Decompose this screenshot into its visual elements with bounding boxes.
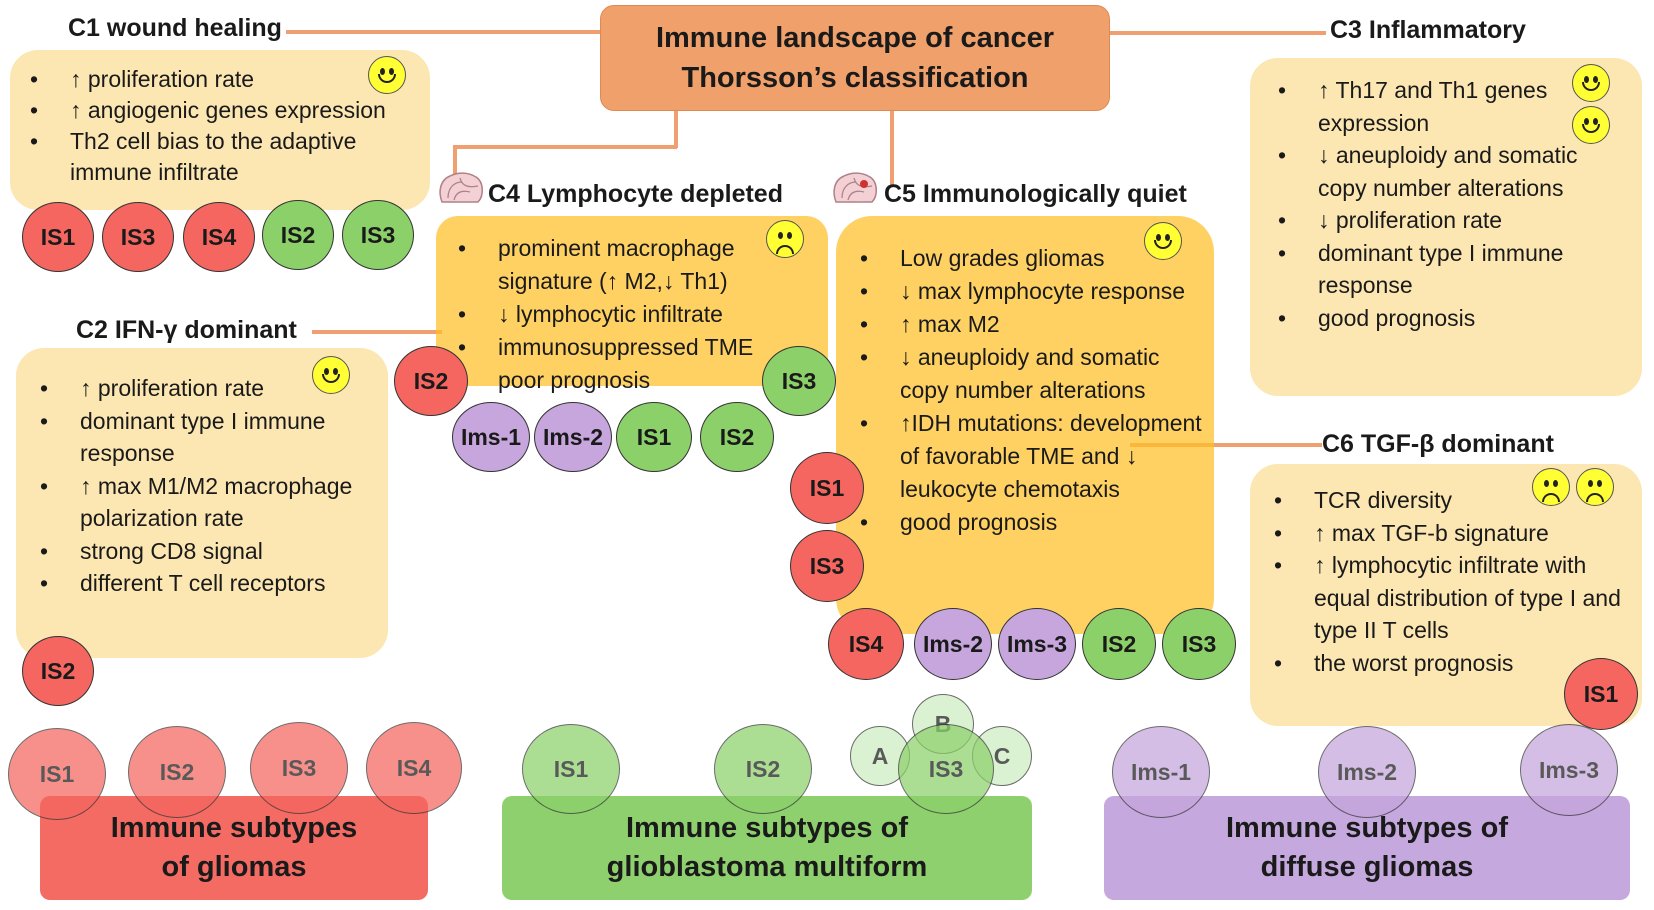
list-item: ↑ angiogenic genes expression [30, 95, 410, 126]
gliomas-subtype-circle: IS1 [8, 728, 106, 820]
list-item: dominant type I immune response [40, 405, 360, 470]
c1-header: C1 wound healing [68, 14, 282, 42]
happy-face-icon [312, 356, 350, 394]
sad-face-icon [1532, 468, 1570, 506]
diffuse-subtype-circle: Ims-1 [1112, 726, 1210, 818]
happy-face-icon [1572, 106, 1610, 144]
gliomas-title-line-2: of gliomas [161, 851, 307, 883]
brain-icon [439, 172, 483, 203]
gbm-title-line-1: Immune subtypes of [626, 812, 908, 844]
c6-header: C6 TGF-β dominant [1322, 430, 1554, 458]
c4-subtype-circle: Ims-1 [452, 402, 530, 472]
diffuse-subtype-circle: Ims-2 [1318, 726, 1416, 818]
gbm-subtype-circle: IS1 [522, 724, 620, 814]
c5-subtype-circle: Ims-2 [914, 608, 992, 680]
c4-list: prominent macrophage signature (↑ M2,↓ T… [458, 232, 776, 397]
gliomas-subtype-circle: IS2 [128, 726, 226, 818]
list-item: different T cell receptors [40, 567, 360, 600]
connector-c4-b [453, 145, 677, 149]
list-item: ↑ max TGF-b signature [1274, 517, 1624, 550]
list-item: ↑ Th17 and Th1 genes expression [1278, 74, 1608, 139]
connector-c2 [312, 330, 442, 334]
c1-list: ↑ proliferation rate ↑ angiogenic genes … [30, 64, 410, 188]
list-item: ↓ aneuploidy and somatic copy number alt… [860, 341, 1210, 407]
list-item: immunosuppressed TME [458, 331, 776, 364]
list-item: ↑ max M2 [860, 308, 1210, 341]
sad-face-icon [766, 220, 804, 258]
c4-subtype-circle: IS2 [394, 346, 468, 416]
list-item: poor prognosis [458, 364, 776, 397]
gliomas-subtypes-box: Immune subtypes of gliomas [40, 796, 428, 900]
brain-icon [833, 172, 877, 203]
c5-list: Low grades gliomas ↓ max lymphocyte resp… [860, 242, 1210, 539]
c5-subtype-circle: IS3 [1162, 608, 1236, 680]
list-item: good prognosis [860, 506, 1210, 539]
c1-subtype-circle: IS4 [183, 202, 255, 272]
connector-c4-a [674, 110, 678, 148]
c5-subtype-circle: IS3 [790, 530, 864, 602]
c5-subtype-circle: IS1 [790, 452, 864, 524]
c1-subtype-circle: IS1 [22, 202, 94, 272]
connector-c5 [890, 110, 894, 185]
list-item: prominent macrophage signature (↑ M2,↓ T… [458, 232, 776, 298]
c1-subtype-circle: IS3 [342, 200, 414, 270]
list-item: ↓ max lymphocyte response [860, 275, 1210, 308]
title-line-2: Thorsson’s classification [681, 62, 1029, 94]
list-item: ↑ proliferation rate [30, 64, 410, 95]
title-line-1: Immune landscape of cancer [655, 22, 1055, 54]
c5-subtype-circle: IS2 [1082, 608, 1156, 680]
c4-subtype-circle: IS3 [762, 346, 836, 416]
c6-list: TCR diversity ↑ max TGF-b signature ↑ ly… [1274, 484, 1624, 679]
happy-face-icon [368, 56, 406, 94]
list-item: ↓ proliferation rate [1278, 204, 1608, 237]
c4-subtype-circle: IS2 [700, 402, 774, 472]
list-item: ↑ lymphocytic infiltrate with equal dist… [1274, 549, 1624, 647]
c1-subtype-circle: IS3 [102, 202, 174, 272]
list-item: ↑ proliferation rate [40, 372, 360, 405]
connector-c6 [1130, 443, 1322, 447]
list-item: Th2 cell bias to the adaptive immune inf… [30, 126, 410, 188]
gliomas-subtype-circle: IS4 [366, 722, 462, 814]
list-item: good prognosis [1278, 302, 1608, 335]
list-item: dominant type I immune response [1278, 237, 1608, 302]
gbm-subtype-circle: IS3 [898, 724, 994, 814]
list-item: the worst prognosis [1274, 647, 1624, 680]
c6-subtype-circle: IS1 [1564, 658, 1638, 730]
happy-face-icon [1144, 222, 1182, 260]
list-item: ↑ max M1/M2 macrophage polarization rate [40, 470, 360, 535]
list-item: ↓ lymphocytic infiltrate [458, 298, 776, 331]
c3-header: C3 Inflammatory [1330, 16, 1526, 44]
c4-subtype-circle: Ims-2 [534, 402, 612, 472]
list-item: Low grades gliomas [860, 242, 1210, 275]
c2-subtype-circle: IS2 [22, 636, 94, 706]
sad-face-icon [1576, 468, 1614, 506]
gliomas-subtype-circle: IS3 [250, 722, 348, 814]
c5-subtype-circle: Ims-3 [998, 608, 1076, 680]
list-item: ↑IDH mutations: development of favorable… [860, 407, 1210, 506]
c2-header: C2 IFN-γ dominant [76, 316, 297, 344]
gliomas-title-line-1: Immune subtypes [110, 812, 358, 844]
diffuse-title-line-2: diffuse gliomas [1260, 851, 1474, 883]
diffuse-subtype-circle: Ims-3 [1520, 724, 1618, 816]
c3-list: ↑ Th17 and Th1 genes expression ↓ aneupl… [1278, 74, 1608, 334]
c4-subtype-circle: IS1 [616, 402, 692, 472]
gbm-subtype-circle: IS2 [714, 724, 812, 814]
list-item: strong CD8 signal [40, 535, 360, 568]
c5-header: C5 Immunologically quiet [884, 180, 1187, 208]
list-item: TCR diversity [1274, 484, 1624, 517]
title-box: Immune landscape of cancer Thorsson’s cl… [600, 5, 1110, 111]
c2-list: ↑ proliferation rate dominant type I imm… [40, 372, 360, 600]
connector-c4-c [453, 145, 457, 185]
c1-subtype-circle: IS2 [262, 200, 334, 270]
gbm-title-line-2: glioblastoma multiform [606, 851, 928, 883]
c4-header: C4 Lymphocyte depleted [488, 180, 783, 208]
c5-subtype-circle: IS4 [828, 608, 904, 680]
happy-face-icon [1572, 64, 1610, 102]
connector-c1 [286, 30, 604, 34]
connector-c3 [1108, 31, 1326, 35]
list-item: ↓ aneuploidy and somatic copy number alt… [1278, 139, 1608, 204]
